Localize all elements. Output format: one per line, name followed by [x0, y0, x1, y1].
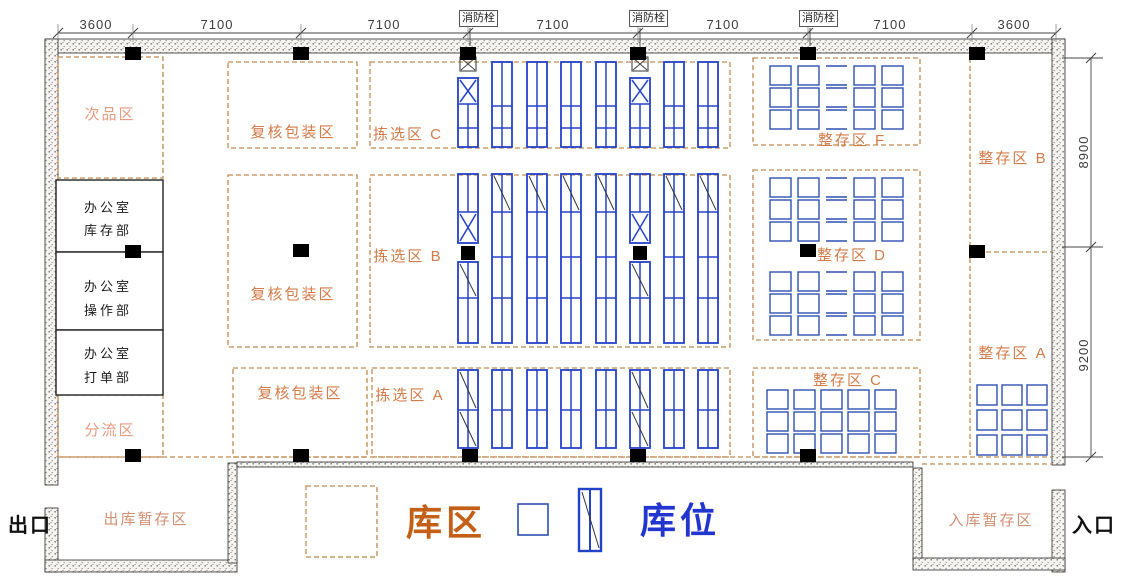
zone-label-outbound-staging: 出库暂存区	[103, 511, 189, 528]
office-billing-line1: 办公室	[83, 346, 132, 361]
office-operations-line2: 操作部	[83, 303, 132, 318]
zone-box-storage-d	[752, 169, 921, 341]
office-inventory-line1: 办公室	[83, 200, 132, 215]
zone-label-storage-b: 整存区 B	[978, 150, 1048, 167]
zone-label-picking-c: 拣选区 C	[372, 126, 443, 143]
legend-zone-swatch	[305, 485, 378, 558]
zone-label-packing-3: 复核包装区	[257, 385, 343, 402]
office-box-billing	[55, 329, 164, 396]
wall-outbound-bottom	[44, 559, 238, 573]
wall-bottom-thin	[236, 461, 914, 468]
office-rooms	[55, 179, 164, 396]
zone-label-defective: 次品区	[84, 106, 136, 123]
zone-boundaries	[57, 56, 1052, 558]
dim-top-3: 7100	[367, 17, 401, 32]
dim-right-1: 8900	[1076, 135, 1091, 169]
zone-label-picking-b: 拣选区 B	[373, 248, 443, 265]
zone-box-packing-2	[227, 174, 358, 348]
wall-top	[44, 38, 1066, 54]
fire-hydrant-label-3: 消防栓	[799, 10, 838, 27]
legend-zone-label: 库区	[405, 502, 486, 543]
zone-label-storage-f: 整存区 F	[817, 132, 887, 149]
dim-right-2: 9200	[1076, 338, 1091, 372]
dim-top-4: 7100	[536, 17, 570, 32]
zone-label-storage-a: 整存区 A	[978, 345, 1048, 362]
wall-right-upper	[1051, 38, 1066, 466]
exit-label: 出口	[8, 515, 52, 537]
zone-label-packing-2: 复核包装区	[250, 286, 336, 303]
dim-top-2: 7100	[200, 17, 234, 32]
zone-box-picking-c	[369, 61, 731, 149]
office-operations-line1: 办公室	[83, 279, 132, 294]
zone-box-picking-a	[371, 367, 731, 458]
generated-graphics	[52, 24, 1097, 553]
dim-top-5: 7100	[706, 17, 740, 32]
zone-label-storage-d: 整存区 D	[816, 247, 887, 264]
zone-box-picking-b	[369, 174, 731, 348]
wall-right-lower	[1051, 489, 1066, 573]
office-inventory-line2: 库存部	[83, 223, 132, 238]
fire-hydrant-label-2: 消防栓	[629, 10, 668, 27]
office-box-operations	[55, 251, 164, 331]
dim-top-7: 3600	[997, 17, 1031, 32]
zone-label-diversion: 分流区	[84, 422, 136, 439]
dim-top-6: 7100	[873, 17, 907, 32]
building-walls	[44, 38, 1066, 573]
entrance-label: 入口	[1072, 515, 1116, 537]
wall-outbound-right	[227, 462, 238, 564]
wall-inbound-bottom	[912, 557, 1066, 571]
legend-slot-label: 库位	[639, 500, 720, 541]
dim-top-1: 3600	[79, 17, 113, 32]
zone-label-packing-1: 复核包装区	[250, 124, 336, 141]
office-box-inventory	[55, 179, 164, 253]
office-billing-line2: 打单部	[83, 370, 132, 385]
zone-box-packing-1	[227, 61, 358, 149]
zone-label-storage-c: 整存区 C	[812, 372, 883, 389]
zone-label-inbound-staging: 入库暂存区	[948, 512, 1034, 529]
zone-box-storage-f	[752, 57, 921, 146]
zone-label-picking-a: 拣选区 A	[375, 387, 445, 404]
zone-box-defective	[57, 56, 164, 179]
fire-hydrant-label-1: 消防栓	[459, 10, 498, 27]
